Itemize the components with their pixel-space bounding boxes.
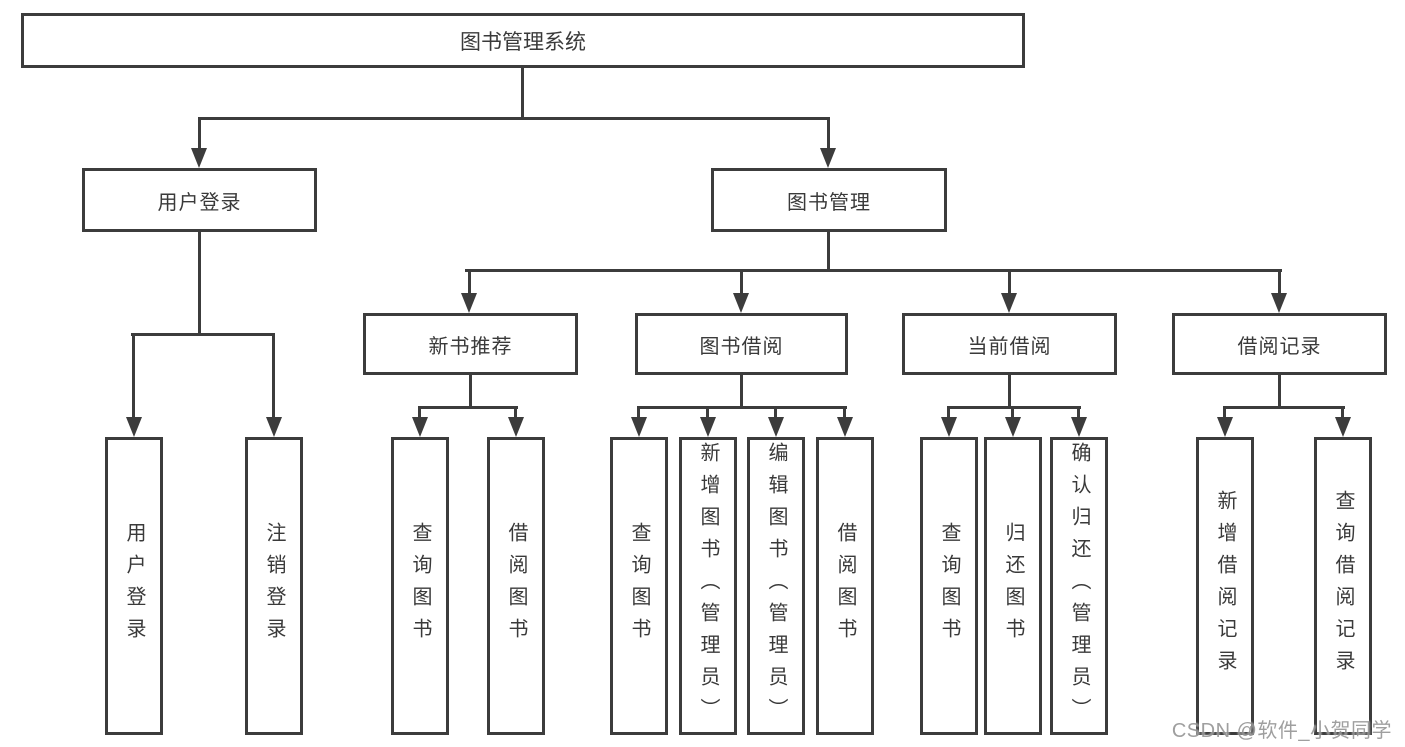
connector-line xyxy=(132,333,135,419)
connector-line xyxy=(637,406,847,409)
leaf-label: 新增借阅记录 xyxy=(1214,490,1236,682)
arrow-down-icon xyxy=(700,417,716,437)
node-book-management: 图书管理 xyxy=(711,168,947,232)
connector-line xyxy=(827,117,830,150)
leaf-label: 确认归还（管理员） xyxy=(1068,442,1090,730)
leaf-label: 新增图书（管理员） xyxy=(697,442,719,730)
connector-line xyxy=(198,117,830,120)
leaf-user-login: 用户登录 xyxy=(105,437,163,735)
leaf-query-books-current: 查询图书 xyxy=(920,437,978,735)
leaf-label: 查询图书 xyxy=(628,522,650,650)
arrow-down-icon xyxy=(1001,293,1017,313)
arrow-down-icon xyxy=(1271,293,1287,313)
connector-line xyxy=(1341,406,1344,419)
leaf-label: 查询图书 xyxy=(938,522,960,650)
connector-line xyxy=(1223,406,1226,419)
leaf-label: 归还图书 xyxy=(1002,522,1024,650)
leaf-label: 查询借阅记录 xyxy=(1332,490,1354,682)
connector-line xyxy=(272,333,275,419)
connector-line xyxy=(947,406,950,419)
connector-line xyxy=(740,373,743,409)
arrow-down-icon xyxy=(837,417,853,437)
connector-line xyxy=(1011,406,1014,419)
arrow-down-icon xyxy=(1217,417,1233,437)
node-user-login: 用户登录 xyxy=(82,168,317,232)
arrow-down-icon xyxy=(631,417,647,437)
arrow-down-icon xyxy=(191,148,207,168)
leaf-add-book-admin: 新增图书（管理员） xyxy=(679,437,737,735)
connector-line xyxy=(514,406,517,419)
leaf-label: 编辑图书（管理员） xyxy=(765,442,787,730)
connector-line xyxy=(468,269,471,296)
connector-line xyxy=(418,406,518,409)
leaf-return-book: 归还图书 xyxy=(984,437,1042,735)
leaf-label: 借阅图书 xyxy=(505,522,527,650)
leaf-confirm-return-admin: 确认归还（管理员） xyxy=(1050,437,1108,735)
leaf-query-books-borrowing: 查询图书 xyxy=(610,437,668,735)
arrow-down-icon xyxy=(1335,417,1351,437)
connector-line xyxy=(637,406,640,419)
connector-line xyxy=(843,406,846,419)
connector-line xyxy=(521,68,524,120)
node-borrowing-records: 借阅记录 xyxy=(1172,313,1387,375)
leaf-query-books-recommend: 查询图书 xyxy=(391,437,449,735)
leaf-label: 注销登录 xyxy=(263,522,285,650)
watermark: CSDN @软件_小贺同学 xyxy=(1171,720,1392,742)
arrow-down-icon xyxy=(461,293,477,313)
arrow-down-icon xyxy=(412,417,428,437)
arrow-down-icon xyxy=(768,417,784,437)
leaf-borrow-books-borrowing: 借阅图书 xyxy=(816,437,874,735)
node-new-book-recommend: 新书推荐 xyxy=(363,313,578,375)
connector-line xyxy=(1008,373,1011,409)
connector-line xyxy=(1077,406,1080,419)
connector-line xyxy=(131,333,275,336)
connector-line xyxy=(1278,373,1281,409)
connector-line xyxy=(1223,406,1345,409)
arrow-down-icon xyxy=(266,417,282,437)
arrow-down-icon xyxy=(508,417,524,437)
node-library-system: 图书管理系统 xyxy=(21,13,1025,68)
arrow-down-icon xyxy=(820,148,836,168)
leaf-edit-book-admin: 编辑图书（管理员） xyxy=(747,437,805,735)
connector-line xyxy=(774,406,777,419)
leaf-label: 查询图书 xyxy=(409,522,431,650)
leaf-logout: 注销登录 xyxy=(245,437,303,735)
arrow-down-icon xyxy=(941,417,957,437)
arrow-down-icon xyxy=(733,293,749,313)
leaf-borrow-books-recommend: 借阅图书 xyxy=(487,437,545,735)
node-book-borrowing: 图书借阅 xyxy=(635,313,848,375)
leaf-query-borrow-record: 查询借阅记录 xyxy=(1314,437,1372,735)
connector-line xyxy=(418,406,421,419)
leaf-add-borrow-record: 新增借阅记录 xyxy=(1196,437,1254,735)
arrow-down-icon xyxy=(1071,417,1087,437)
connector-line xyxy=(198,230,201,336)
connector-line xyxy=(1008,269,1011,296)
connector-line xyxy=(469,373,472,409)
connector-line xyxy=(827,230,830,272)
connector-line xyxy=(465,269,1282,272)
connector-line xyxy=(1278,269,1281,296)
arrow-down-icon xyxy=(126,417,142,437)
connector-line xyxy=(706,406,709,419)
connector-line xyxy=(947,406,1081,409)
connector-line xyxy=(198,117,201,150)
node-current-borrowing: 当前借阅 xyxy=(902,313,1117,375)
leaf-label: 借阅图书 xyxy=(834,522,856,650)
arrow-down-icon xyxy=(1005,417,1021,437)
connector-line xyxy=(740,269,743,296)
leaf-label: 用户登录 xyxy=(123,522,145,650)
